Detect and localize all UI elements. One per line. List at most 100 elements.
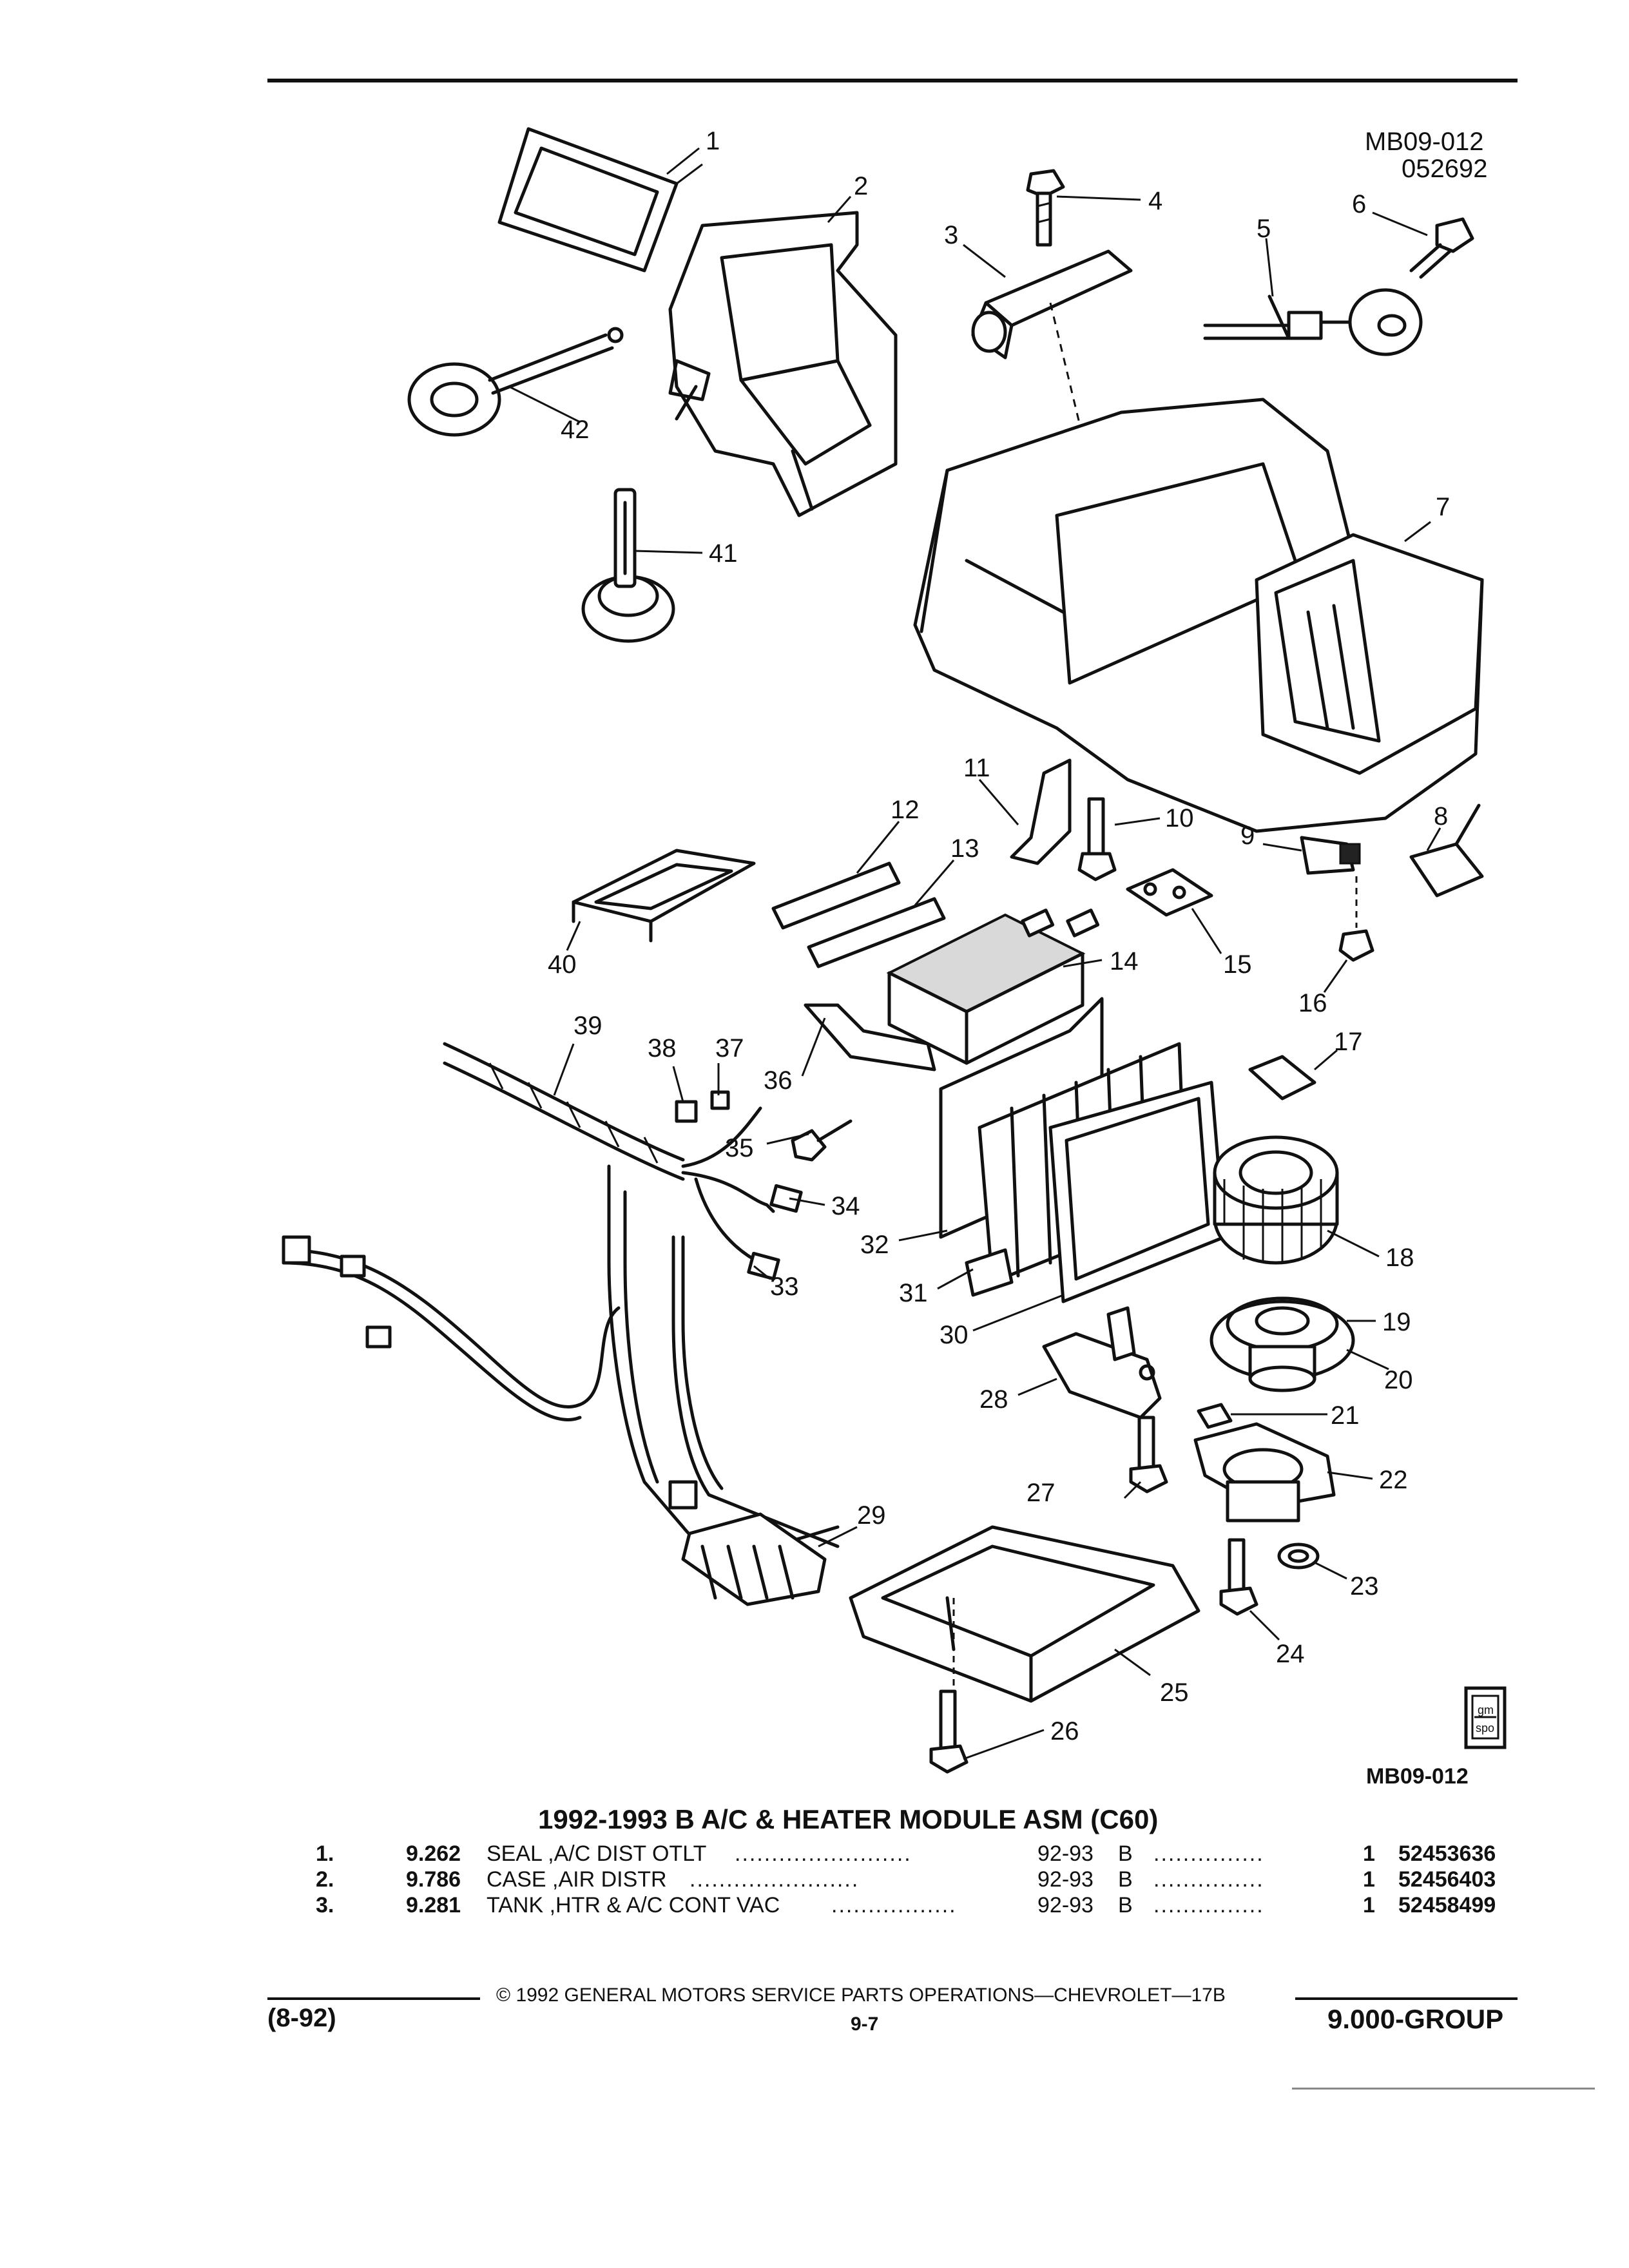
callout-18: 18 [1385,1244,1414,1272]
callout-37: 37 [715,1034,744,1062]
parts-row: 3. 9.281 TANK ,HTR & A/C CONT VAC ......… [316,1893,1527,1923]
item-number: 3. [316,1893,334,1917]
leader-lines [508,147,1441,1760]
callout-22: 22 [1379,1466,1408,1494]
leader-dots: ....................... [689,1867,860,1892]
callout-32: 32 [860,1231,889,1259]
part-3-vacuum-tank [971,249,1133,490]
part-42-actuator [407,327,624,437]
callout-1: 1 [706,127,720,155]
callout-40: 40 [548,950,577,979]
diagram-footer-id: MB09-012 [1366,1764,1469,1789]
group-number: 9.000-GROUP [1327,2004,1504,2034]
callout-27: 27 [1027,1479,1055,1507]
part-14-heater-core [886,908,1100,1065]
quantity: 1 [1363,1867,1375,1892]
callout-19: 19 [1382,1308,1411,1336]
callout-13: 13 [950,834,979,863]
part-26-screw [929,1598,969,1774]
callout-12: 12 [891,796,920,824]
callout-9: 9 [1240,822,1255,850]
part-18-blower-wheel [1213,1135,1339,1265]
callout-24: 24 [1276,1640,1305,1668]
parts-row: 1. 9.262 SEAL ,A/C DIST OTLT ...........… [316,1841,1527,1871]
part-5-rod [1203,288,1423,356]
callout-14: 14 [1110,947,1139,975]
body-code: B [1118,1893,1133,1917]
group-code: 9.281 [406,1893,461,1917]
body-code: B [1118,1841,1133,1866]
callout-39: 39 [574,1012,602,1040]
part-28-bracket [1042,1306,1162,1419]
gm-spo-badge: gm spo [1464,1686,1507,1749]
callout-17: 17 [1334,1028,1363,1056]
callout-4: 4 [1148,187,1162,215]
part-21-clip [1197,1403,1233,1429]
callout-35: 35 [725,1134,754,1162]
callout-42: 42 [561,416,590,444]
footer-rule-left [267,1997,480,2000]
callout-30: 30 [940,1321,969,1349]
drawing-date: 052692 [1402,155,1488,183]
leader-dots: ............... [1153,1867,1264,1892]
callout-7: 7 [1436,493,1450,521]
callout-31: 31 [899,1279,928,1307]
callout-34: 34 [831,1192,860,1220]
part-name: SEAL ,A/C DIST OTLT [487,1841,707,1866]
callout-36: 36 [764,1066,793,1095]
part-25-lower-case [849,1525,1200,1703]
years: 92-93 [1037,1893,1094,1917]
part-6-screw [1409,217,1474,279]
parts-row: 2. 9.786 CASE ,AIR DISTR ...............… [316,1867,1527,1897]
callout-25: 25 [1160,1678,1189,1707]
parts-list-title: 1992-1993 B A/C & HEATER MODULE ASM (C60… [538,1804,1159,1834]
callout-2: 2 [854,172,868,200]
part-24-screw [1219,1538,1258,1616]
years: 92-93 [1037,1867,1094,1892]
part-name: CASE ,AIR DISTR [487,1867,667,1892]
part-27-screw [1129,1416,1168,1494]
part-number: 52453636 [1398,1841,1496,1866]
leader-dots: ........................ [735,1841,912,1866]
part-2-air-distr-case [668,211,898,517]
part-16-screw [1338,876,1374,962]
callout-28: 28 [979,1385,1008,1414]
part-39-wiring-harness [443,1042,803,1281]
quantity: 1 [1363,1893,1375,1917]
callout-11: 11 [963,754,990,782]
body-code: B [1118,1867,1133,1892]
callout-6: 6 [1352,190,1366,218]
callout-numbers: 1 2 3 4 5 6 7 8 9 10 11 12 13 14 15 16 1… [548,127,1450,1745]
callout-3: 3 [944,221,958,249]
callout-10: 10 [1165,804,1194,832]
part-23-grommet [1277,1542,1320,1570]
part-29-vacuum-harness [282,1164,840,1606]
item-number: 2. [316,1867,334,1892]
callout-23: 23 [1350,1572,1379,1600]
part-41-actuator [581,488,675,643]
callout-33: 33 [770,1273,799,1301]
group-code: 9.262 [406,1841,461,1866]
page-number: 9-7 [851,2013,879,2035]
part-4-bolt [1026,169,1065,247]
callout-26: 26 [1050,1717,1079,1745]
callout-20: 20 [1384,1366,1413,1394]
part-15-gasket [1126,868,1213,917]
part-7-module-case [913,398,1484,833]
years: 92-93 [1037,1841,1094,1866]
copyright-line: © 1992 GENERAL MOTORS SERVICE PARTS OPER… [496,1984,1226,2006]
part-9-switch [1300,836,1361,875]
badge-bottom-text: spo [1476,1722,1494,1735]
callout-38: 38 [648,1034,677,1062]
bottom-faint-rule [1292,2088,1595,2090]
part-11-bracket [1010,758,1072,865]
drawing-id: MB09-012 [1365,128,1484,156]
quantity: 1 [1363,1841,1375,1866]
leader-dots: ............... [1153,1841,1264,1866]
part-22-adapter [1193,1422,1336,1523]
leader-dots: ................. [831,1893,957,1917]
part-40-frame [572,849,756,943]
callout-21: 21 [1331,1401,1360,1430]
callout-16: 16 [1298,989,1327,1017]
part-number: 52456403 [1398,1867,1496,1892]
